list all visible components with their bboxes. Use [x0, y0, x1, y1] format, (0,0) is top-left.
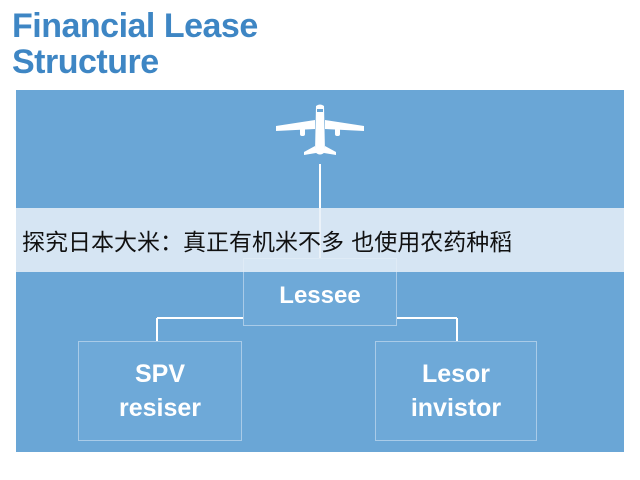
spv-label-line-2: resiser — [118, 394, 202, 422]
airplane-icon — [276, 104, 364, 155]
lessor-node: Lesor invistor — [375, 341, 537, 441]
lessor-label-line-1: Lesor — [421, 360, 491, 388]
lessee-label: Lessee — [279, 282, 361, 309]
page-title: Financial Lease Structure — [12, 8, 258, 80]
lessor-label-line-2: invistor — [410, 394, 502, 422]
title-line-2: Structure — [12, 43, 159, 81]
caption-banner: 探究日本大米：真正有机米不多 也使用农药种稻 — [16, 208, 624, 272]
caption-text: 探究日本大米：真正有机米不多 也使用农药种稻 — [22, 230, 513, 256]
spv-label-line-1: SPV — [134, 360, 186, 388]
title-line-1: Financial Lease — [12, 7, 258, 45]
spv-node: SPV resiser — [78, 341, 242, 441]
